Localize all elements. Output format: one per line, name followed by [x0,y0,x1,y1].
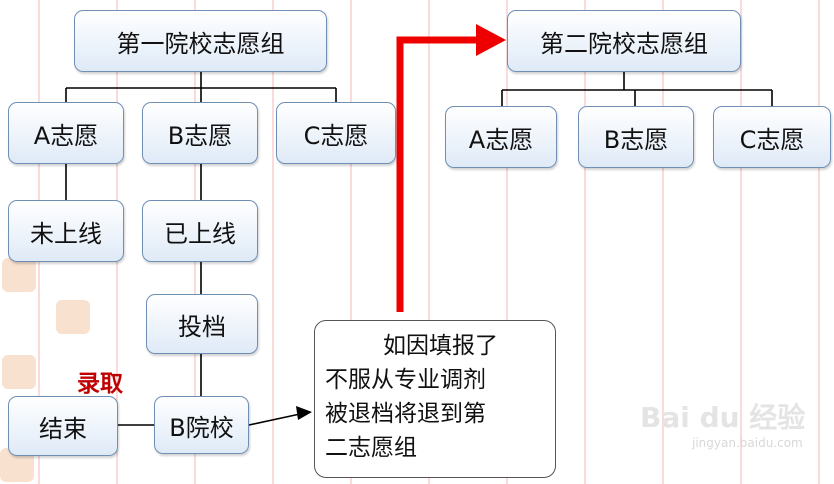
second-c-choice: C志愿 [713,106,831,168]
b-status-passed: 已上线 [142,200,258,262]
first-c-choice: C志愿 [276,102,396,164]
connector-line [248,413,301,426]
arrow-head-small [296,406,312,420]
note-line: 不服从专业调剂 [325,367,486,393]
a-status-not-passed: 未上线 [8,200,124,262]
seal-stamp-decoration [56,300,90,334]
second-b-choice: B志愿 [578,106,694,168]
submit-file-node: 投档 [146,294,258,354]
note-line: 如因填报了 [383,333,498,359]
first-group-title: 第一院校志愿组 [74,10,327,72]
seal-stamp-decoration [2,355,36,389]
second-group-title: 第二院校志愿组 [507,10,741,72]
admitted-label: 录取 [77,371,123,397]
red-arrow [396,36,478,312]
watermark-url: jingyan.baidu.com [692,436,803,450]
second-a-choice: A志愿 [445,106,557,168]
seal-stamp-decoration [2,258,36,292]
note-line: 被退档将退到第 [325,401,486,427]
first-a-choice: A志愿 [8,102,124,164]
first-b-choice: B志愿 [142,102,258,164]
end-node: 结束 [8,396,118,456]
b-school-node: B院校 [154,396,249,454]
watermark-brand: Bai du 经验 [640,401,806,434]
note-line: 二志愿组 [325,435,417,461]
note-box: 如因填报了 不服从专业调剂 被退档将退到第 二志愿组 [314,320,556,478]
baidu-watermark: Bai du 经验 jingyan.baidu.com [640,396,805,450]
red-arrow-head [476,24,506,56]
